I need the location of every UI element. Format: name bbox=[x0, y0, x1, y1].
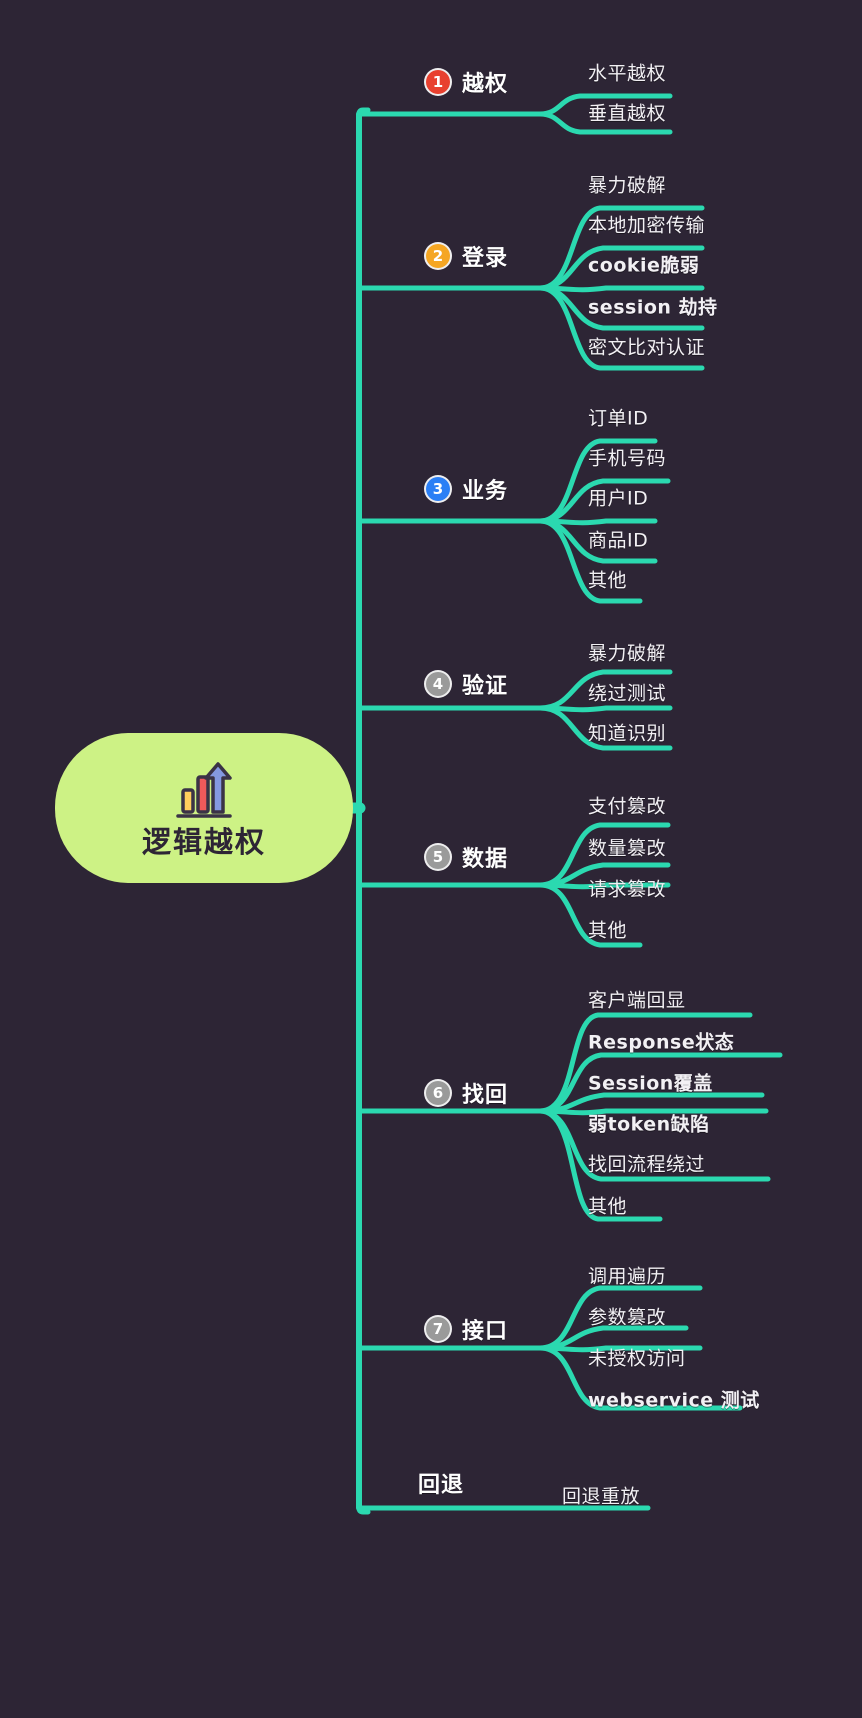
leaf-6-4[interactable]: 弱token缺陷 bbox=[588, 1113, 710, 1136]
leaf-1-1[interactable]: 水平越权 bbox=[588, 62, 667, 85]
branch-label-7: 接口 bbox=[462, 1319, 509, 1344]
bar-chart-up-icon bbox=[172, 760, 236, 824]
leaf-4-2[interactable]: 绕过测试 bbox=[588, 682, 667, 705]
branch-badge-1: 1 bbox=[426, 70, 450, 94]
leaf-6-5[interactable]: 找回流程绕过 bbox=[588, 1153, 706, 1176]
branch-badge-2: 2 bbox=[426, 244, 450, 268]
branch-badge-5: 5 bbox=[426, 845, 450, 869]
leaf-3-2[interactable]: 手机号码 bbox=[588, 447, 667, 470]
leaf-3-4[interactable]: 商品ID bbox=[588, 529, 649, 552]
branch-label-6: 找回 bbox=[462, 1083, 509, 1108]
leaf-7-1[interactable]: 调用遍历 bbox=[588, 1265, 667, 1288]
branch-node-5[interactable]: 5 数据 bbox=[426, 841, 508, 873]
branch-label-2: 登录 bbox=[462, 246, 509, 271]
leaf-6-2[interactable]: Response状态 bbox=[588, 1031, 735, 1054]
branch-label-5: 数据 bbox=[462, 847, 509, 872]
branch-node-6[interactable]: 6 找回 bbox=[426, 1077, 508, 1109]
leaf-7-4[interactable]: webservice 测试 bbox=[588, 1389, 760, 1412]
branch-node-8[interactable]: 回退 bbox=[418, 1467, 464, 1499]
branch-node-2[interactable]: 2 登录 bbox=[426, 240, 508, 272]
branch-label-4: 验证 bbox=[462, 674, 509, 699]
leaf-2-5[interactable]: 密文比对认证 bbox=[588, 336, 706, 359]
leaf-5-2[interactable]: 数量篡改 bbox=[588, 837, 667, 860]
leaf-7-2[interactable]: 参数篡改 bbox=[588, 1306, 667, 1329]
branch-node-7[interactable]: 7 接口 bbox=[426, 1313, 508, 1345]
leaf-3-3[interactable]: 用户ID bbox=[588, 487, 649, 510]
leaf-6-3[interactable]: Session覆盖 bbox=[588, 1072, 713, 1095]
leaf-2-1[interactable]: 暴力破解 bbox=[588, 174, 667, 197]
leaf-2-4[interactable]: session 劫持 bbox=[588, 296, 718, 319]
branch-label-3: 业务 bbox=[462, 479, 509, 504]
branch-node-1[interactable]: 1 越权 bbox=[426, 66, 508, 98]
leaf-7-3[interactable]: 未授权访问 bbox=[588, 1347, 686, 1370]
leaf-1-2[interactable]: 垂直越权 bbox=[588, 102, 667, 125]
leaf-4-3[interactable]: 知道识别 bbox=[588, 722, 667, 745]
root-node[interactable]: 逻辑越权 bbox=[55, 733, 353, 883]
leaf-8-1[interactable]: 回退重放 bbox=[562, 1485, 641, 1508]
branch-node-4[interactable]: 4 验证 bbox=[426, 668, 508, 700]
branch-badge-3: 3 bbox=[426, 477, 450, 501]
branch-badge-7: 7 bbox=[426, 1317, 450, 1341]
leaf-5-3[interactable]: 请求篡改 bbox=[588, 878, 667, 901]
leaf-5-4[interactable]: 其他 bbox=[588, 919, 628, 942]
branch-label-8: 回退 bbox=[418, 1473, 465, 1498]
branch-node-3[interactable]: 3 业务 bbox=[426, 473, 508, 505]
leaf-5-1[interactable]: 支付篡改 bbox=[588, 795, 667, 818]
branch-label-1: 越权 bbox=[462, 72, 509, 97]
branch-badge-6: 6 bbox=[426, 1081, 450, 1105]
root-label: 逻辑越权 bbox=[141, 824, 266, 859]
leaf-6-6[interactable]: 其他 bbox=[588, 1195, 628, 1218]
leaf-4-1[interactable]: 暴力破解 bbox=[588, 642, 667, 665]
leaf-2-3[interactable]: cookie脆弱 bbox=[588, 254, 700, 277]
leaf-2-2[interactable]: 本地加密传输 bbox=[588, 214, 706, 237]
branch-badge-4: 4 bbox=[426, 672, 450, 696]
leaf-3-5[interactable]: 其他 bbox=[588, 569, 628, 592]
leaf-3-1[interactable]: 订单ID bbox=[588, 407, 649, 430]
leaf-6-1[interactable]: 客户端回显 bbox=[588, 989, 686, 1012]
